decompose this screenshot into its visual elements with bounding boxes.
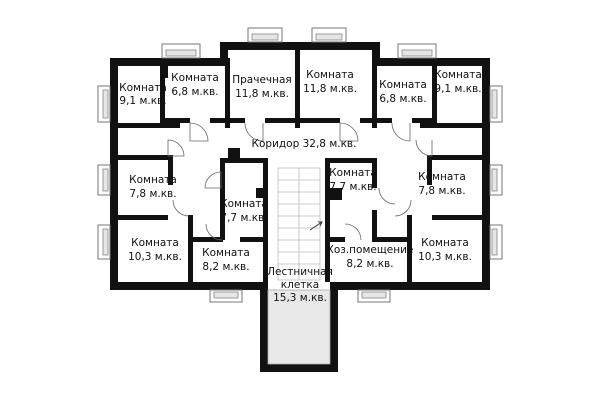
interior-walls [118, 50, 482, 282]
room-nw-corner-area: 9,1 м.кв. [119, 95, 166, 107]
room-sw-corner-area: 10,3 м.кв. [128, 251, 182, 263]
room-e-middle-area: 7,8 м.кв. [418, 185, 465, 197]
room-center-right-name: Комната [329, 167, 377, 179]
room-w-middle-name: Комната [129, 174, 177, 186]
entrance-vestibule [267, 289, 331, 365]
room-n-left-name: Комната [171, 72, 219, 84]
room-center-left-area: 7,7 м.кв. [220, 212, 267, 224]
room-n-center-name: Комната [306, 69, 354, 81]
room-sw-corner-name: Комната [131, 237, 179, 249]
room-center-left-name: Комната [220, 198, 268, 210]
room-n-right-name: Комната [379, 79, 427, 91]
room-center-right-area: 7,7 м.кв. [329, 181, 376, 193]
laundry-area: 11,8 м.кв. [235, 88, 289, 100]
staircase-name-line2: клетка [281, 279, 319, 291]
room-s-left-area: 8,2 м.кв. [202, 261, 249, 273]
utility-name: Хоз.помещение [327, 244, 414, 256]
staircase-area: 15,3 м.кв. [273, 292, 327, 304]
room-labels: Комната 9,1 м.кв. Комната 6,8 м.кв. Прач… [119, 69, 482, 304]
room-w-middle-area: 7,8 м.кв. [129, 188, 176, 200]
room-n-right-area: 6,8 м.кв. [379, 93, 426, 105]
stair-arrow-icon [309, 221, 323, 231]
room-ne-corner-name: Комната [434, 69, 482, 81]
room-e-middle-name: Комната [418, 171, 466, 183]
utility-area: 8,2 м.кв. [346, 258, 393, 270]
room-n-left-area: 6,8 м.кв. [171, 86, 218, 98]
room-nw-corner-name: Комната [119, 82, 167, 94]
room-ne-corner-area: 9,1 м.кв. [434, 83, 481, 95]
room-se-corner-name: Комната [421, 237, 469, 249]
stair-steps [277, 167, 321, 281]
room-n-center-area: 11,8 м.кв. [303, 83, 357, 95]
outer-walls [110, 42, 490, 372]
laundry-name: Прачечная [232, 74, 291, 86]
staircase-name: Лестничная [267, 266, 333, 278]
door-swings [167, 122, 433, 241]
windows [97, 27, 503, 303]
corridor-name: Коридор 32,8 м.кв. [252, 138, 357, 150]
room-se-corner-area: 10,3 м.кв. [418, 251, 472, 263]
room-s-left-name: Комната [202, 247, 250, 259]
